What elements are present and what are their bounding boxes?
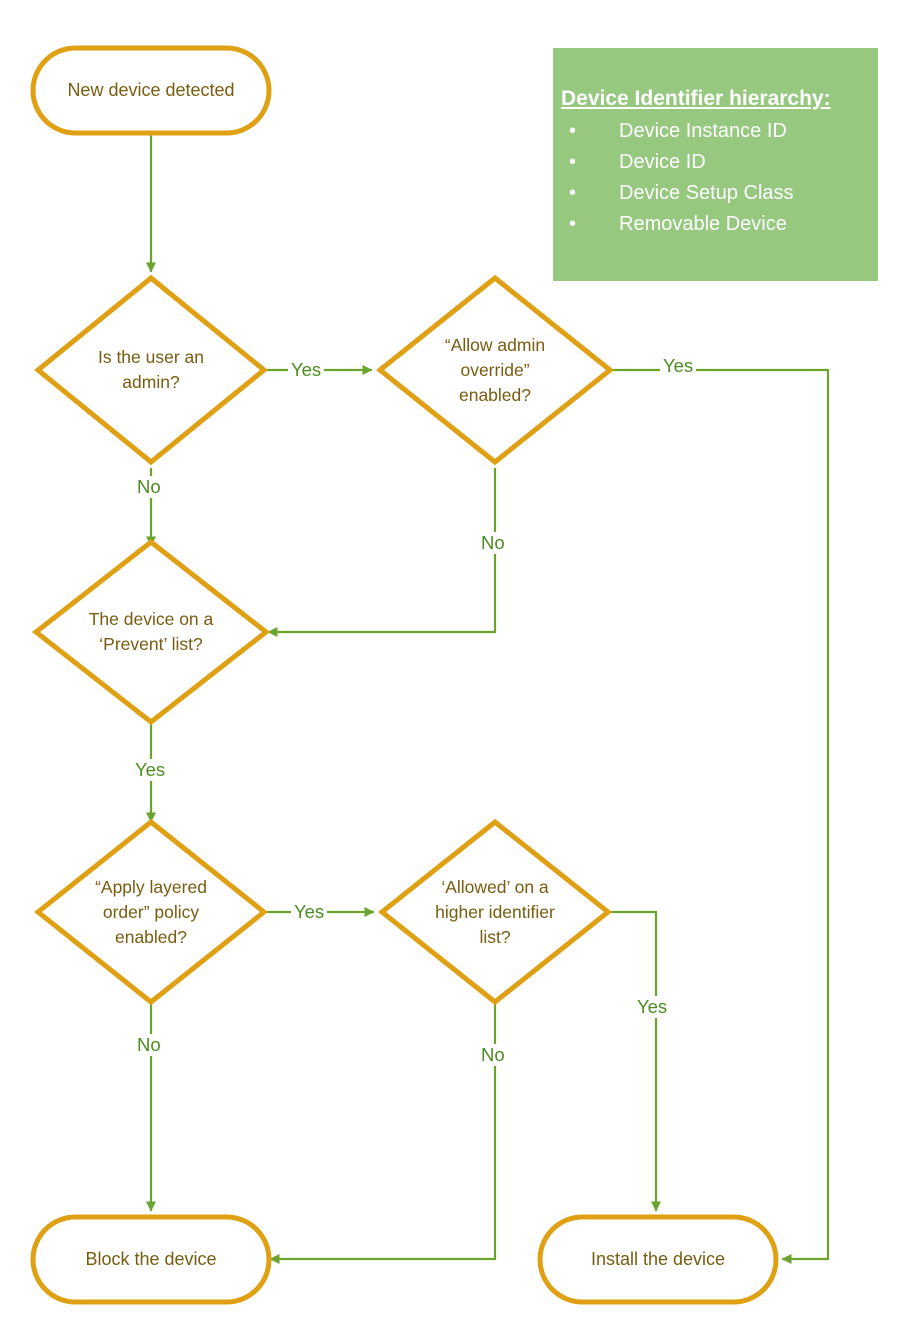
legend-item-label: Removable Device — [619, 213, 787, 235]
node-shape-block[interactable] — [30, 1214, 272, 1305]
legend-item-label: Device Setup Class — [619, 182, 794, 204]
edge-label-is-admin-yes: Yes — [288, 359, 325, 381]
legend-title: Device Identifier hierarchy: — [561, 87, 831, 110]
edge-admin-override-yes — [610, 368, 830, 1264]
bullet-icon: • — [569, 213, 577, 235]
edge-higher-identifier-no — [269, 1002, 497, 1264]
legend-item-removable-device: • Removable Device — [561, 209, 878, 240]
bullet-icon: • — [569, 120, 577, 142]
node-shape-start[interactable] — [30, 45, 272, 136]
node-shape-is-admin[interactable] — [34, 274, 268, 466]
node-shape-layered-order[interactable] — [33, 818, 269, 1006]
node-shape-admin-override[interactable] — [375, 274, 615, 466]
edge-label-layered-order-yes: Yes — [291, 901, 328, 923]
edge-label-admin-override-yes: Yes — [660, 355, 697, 377]
node-shape-group — [30, 45, 779, 1305]
legend-list: • Device Instance ID • Device ID • Devic… — [561, 116, 878, 240]
bullet-icon: • — [569, 182, 577, 204]
edge-label-prevent-list-yes: Yes — [132, 759, 169, 781]
legend-item-device-id: • Device ID — [561, 147, 878, 178]
legend-item-device-instance-id: • Device Instance ID — [561, 116, 878, 147]
legend-item-label: Device Instance ID — [619, 120, 787, 142]
node-shape-higher-identifier[interactable] — [377, 818, 613, 1006]
edge-admin-override-no — [267, 468, 497, 637]
edge-label-layered-order-no: No — [134, 1034, 164, 1056]
legend-item-device-setup-class: • Device Setup Class — [561, 178, 878, 209]
bullet-icon: • — [569, 151, 577, 173]
edge-label-admin-override-no: No — [478, 532, 508, 554]
legend-panel: Device Identifier hierarchy: • Device In… — [553, 48, 878, 281]
edge-higher-identifier-yes — [608, 910, 661, 1212]
node-shape-install[interactable] — [537, 1214, 779, 1305]
legend-item-label: Device ID — [619, 151, 706, 173]
edge-label-higher-identifier-no: No — [478, 1044, 508, 1066]
node-shape-prevent-list[interactable] — [31, 538, 271, 726]
edge-label-is-admin-no: No — [134, 476, 164, 498]
edge-label-higher-identifier-yes: Yes — [634, 996, 671, 1018]
